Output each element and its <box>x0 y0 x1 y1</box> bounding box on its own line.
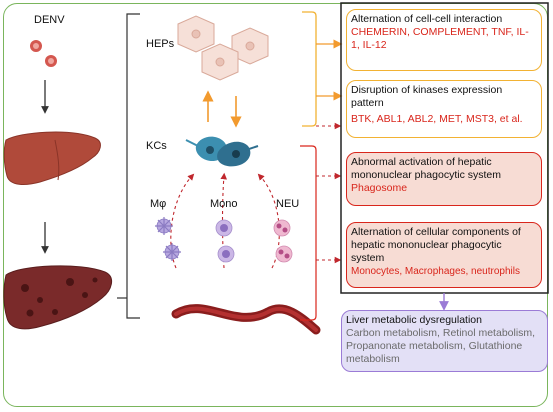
neu-label: NEU <box>276 198 300 210</box>
left-bracket <box>126 13 140 319</box>
liver-lobe-line <box>54 139 60 181</box>
metabolic-dysregulation-box: Liver metabolic dysregulation Carbon met… <box>341 310 548 372</box>
denv-label: DENV <box>34 14 65 26</box>
cell-interaction-box: Alternation of cell-cell interaction CHE… <box>346 9 542 71</box>
neutrophil-cells-icon <box>273 219 293 263</box>
mono-label: Mono <box>210 198 238 210</box>
hepatocyte-cells-icon <box>177 15 269 81</box>
phagocytic-activation-detail: Phagosome <box>351 182 408 194</box>
phagocytic-activation-box: Abnormal activation of hepatic mononucle… <box>346 152 542 206</box>
arrow-mphi-to-kc <box>170 173 195 269</box>
kcs-label: KCs <box>146 140 167 152</box>
diseased-liver-icon <box>3 265 113 330</box>
metabolic-dysregulation-title: Liver metabolic dysregulation <box>346 314 482 326</box>
blood-vessel-inner <box>174 306 318 332</box>
phagocytic-activation-title: Abnormal activation of hepatic mononucle… <box>351 156 501 181</box>
cell-interaction-detail: CHEMERIN, COMPLEMENT, TNF, IL-1, IL-12 <box>351 26 529 51</box>
virus-icon <box>30 40 42 52</box>
healthy-liver-icon <box>3 131 101 185</box>
heps-label: HEPs <box>146 38 175 50</box>
cellular-components-box: Alternation of cellular components of he… <box>346 222 542 288</box>
cellular-components-title: Alternation of cellular components of he… <box>351 226 521 264</box>
kinases-title: Disruption of kinases expression pattern <box>351 84 503 109</box>
kupffer-cells-icon <box>185 136 259 167</box>
macrophage-cells-icon <box>155 217 181 261</box>
kinases-box: Disruption of kinases expression pattern… <box>346 80 542 138</box>
red-bracket <box>300 145 317 321</box>
monocyte-cells-icon <box>215 219 235 263</box>
orange-bracket <box>302 11 317 127</box>
arrow-neu-to-kc <box>257 173 280 269</box>
metabolic-dysregulation-detail: Carbon metabolism, Retinol metabolism, P… <box>346 327 536 365</box>
cell-interaction-title: Alternation of cell-cell interaction <box>351 13 503 25</box>
virus-icon <box>45 55 57 67</box>
cellular-components-detail: Monocytes, Macrophages, neutrophils <box>351 266 520 277</box>
kinases-detail: BTK, ABL1, ABL2, MET, MST3, et al. <box>351 113 523 125</box>
mphi-label: Mφ <box>150 198 167 210</box>
